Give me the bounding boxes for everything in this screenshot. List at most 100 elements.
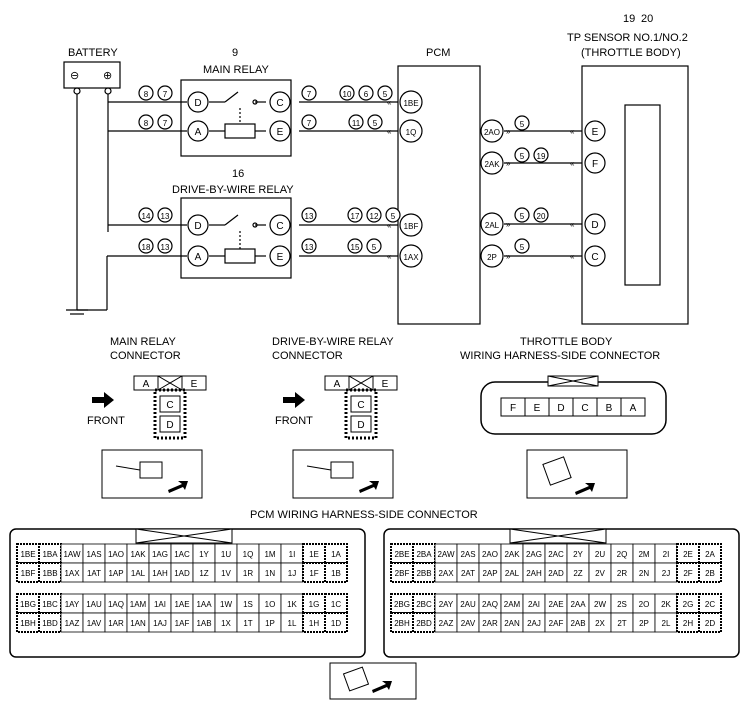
callout-dbw-bot-pcm-1-circle	[366, 238, 382, 254]
pcm-conn-pin: 1BD	[42, 619, 58, 628]
pcm-conn-pin: 2AQ	[482, 600, 498, 609]
callout-mr-top-pcm-1: 6	[364, 90, 369, 99]
pcm-conn-pin: 2J	[662, 569, 670, 578]
pcm-conn-pin: 1AT	[87, 569, 101, 578]
svg-text:E: E	[382, 379, 389, 390]
pcm-conn-pin: 1AP	[108, 569, 123, 578]
callout-dbw-top-1: 13	[161, 212, 170, 221]
pcm-conn-pin: 1E	[309, 550, 319, 559]
pcm-conn-pin: 2U	[595, 550, 605, 559]
callout-mr-top-1: 7	[163, 90, 168, 99]
pcm-conn-pin: 1BB	[42, 569, 57, 578]
pcm-conn-pin: 2T	[617, 619, 626, 628]
pcm-conn-pin: 1AQ	[108, 600, 124, 609]
pcm-conn-pin: 2AR	[482, 619, 498, 628]
pcm-conn-pin: 1H	[309, 619, 319, 628]
pcm-conn-pin: 2BG	[394, 600, 410, 609]
pcm-conn-pin: 1AG	[152, 550, 168, 559]
pcm-conn-pin: 1D	[331, 619, 341, 628]
pcm-conn-pin: 2G	[683, 600, 694, 609]
callout-dbw-bot-r-0: 13	[305, 243, 314, 252]
callout-mr-top-pcm-0-circle	[339, 85, 355, 101]
pcm-conn-pin: 1Z	[199, 569, 208, 578]
pcm-conn-pin: 2BH	[394, 619, 410, 628]
pcm-conn-pin: 1R	[243, 569, 253, 578]
pcm-conn-pin: 1AC	[174, 550, 190, 559]
callout-dbw-bot-pcm-1: 5	[372, 243, 377, 252]
pcm-conn-pin: 1BE	[20, 550, 35, 559]
pcm-conn-pin: 2AS	[460, 550, 475, 559]
pcm-conn-pin: 2I	[663, 550, 670, 559]
callout-mr-bot-pcm-1: 5	[373, 119, 378, 128]
pcm-pin-1q-circle	[399, 119, 423, 143]
pcm-conn-pin: 1X	[221, 619, 231, 628]
tp-pin-e-circle	[584, 120, 606, 142]
dbw-relay-label: DRIVE-BY-WIRE RELAY	[172, 184, 294, 196]
pcm-pin-1be: 1BE	[403, 99, 418, 108]
battery-symbol	[63, 61, 121, 89]
callout-dbw-top-pcm-2-circle	[385, 207, 401, 223]
throttle-body-label: (THROTTLE BODY)	[581, 47, 681, 59]
pcm-conn-pin: 1W	[220, 600, 232, 609]
pcm-conn-pin: 1BC	[42, 600, 58, 609]
connector-image-icon	[542, 456, 572, 486]
pcm-conn-pin: 1AW	[63, 550, 80, 559]
dbw-relay-pin-c: C	[276, 221, 283, 232]
dbw-relay-pin-d: D	[194, 221, 201, 232]
pcm-conn-pin: 2O	[639, 600, 650, 609]
callout-dbw-bot-1-circle	[157, 238, 173, 254]
pcm-conn-pin: 2BE	[394, 550, 409, 559]
battery-minus: ⊖	[70, 70, 79, 82]
callout-mr-bot-0: 8	[144, 119, 149, 128]
dbw-relay-pin-e: E	[277, 252, 284, 263]
pcm-conn-pin: 1AX	[64, 569, 80, 578]
pcm-conn-pin: 2AD	[548, 569, 564, 578]
pcm-conn-pin: 2AW	[437, 550, 454, 559]
pcm-conn-pin: 1AE	[174, 600, 189, 609]
main-relay-label: MAIN RELAY	[203, 64, 269, 76]
callout-dbw-top-0-circle	[138, 207, 154, 223]
connector-image-icon	[139, 461, 163, 479]
callout-dbw-top-r-0: 13	[305, 212, 314, 221]
callout-dbw-top-pcm-0-circle	[347, 207, 363, 223]
callout-tp3-0: 5	[520, 212, 525, 221]
callout-tp1-0: 5	[520, 120, 525, 129]
insert-arrow-icon	[575, 483, 595, 495]
pcm-conn-title: PCM WIRING HARNESS-SIDE CONNECTOR	[250, 509, 478, 521]
callout-mr-top-1-circle	[157, 85, 173, 101]
pcm-box	[397, 65, 481, 325]
callout-tp2-1-circle	[533, 147, 549, 163]
svg-text:B: B	[606, 403, 613, 414]
pcm-conn-pin: 1AV	[87, 619, 102, 628]
pcm-conn-pin: 1I	[289, 550, 296, 559]
callout-dbw-bot-0: 18	[142, 243, 151, 252]
pcm-conn-pin: 2AE	[548, 600, 563, 609]
pcm-pin-1ax-circle	[399, 244, 423, 268]
callout-dbw-top-pcm-0: 17	[351, 212, 360, 221]
callout-dbw-bot-1: 13	[161, 243, 170, 252]
pcm-conn-pin: 1AH	[152, 569, 168, 578]
front-label-1: FRONT	[87, 415, 125, 427]
pcm-chevron-r: »	[506, 252, 511, 261]
main-relay-conn-title-1: MAIN RELAY	[110, 336, 176, 348]
pcm-conn-pin: 2P	[639, 619, 649, 628]
tp-pin-c-circle	[584, 245, 606, 267]
pcm-conn-pin: 2L	[662, 619, 671, 628]
connector-image-icon	[330, 461, 354, 479]
callout-dbw-bot-r-0-circle	[301, 238, 317, 254]
pcm-conn-pin: 1P	[265, 619, 275, 628]
pcm-pin-1bf: 1BF	[404, 222, 419, 231]
svg-text:F: F	[510, 403, 516, 414]
pcm-conn-pin: 2C	[705, 600, 715, 609]
main-relay-pin-a: A	[195, 127, 202, 138]
pcm-chevron: «	[387, 221, 392, 230]
pcm-conn-pin: 2F	[683, 569, 692, 578]
pcm-conn-pin: 1AO	[108, 550, 124, 559]
tp-pin-d-circle	[584, 213, 606, 235]
pcm-conn-pin: 2B	[705, 569, 715, 578]
svg-text:C: C	[357, 400, 364, 411]
pcm-conn-pin: 1C	[331, 600, 341, 609]
